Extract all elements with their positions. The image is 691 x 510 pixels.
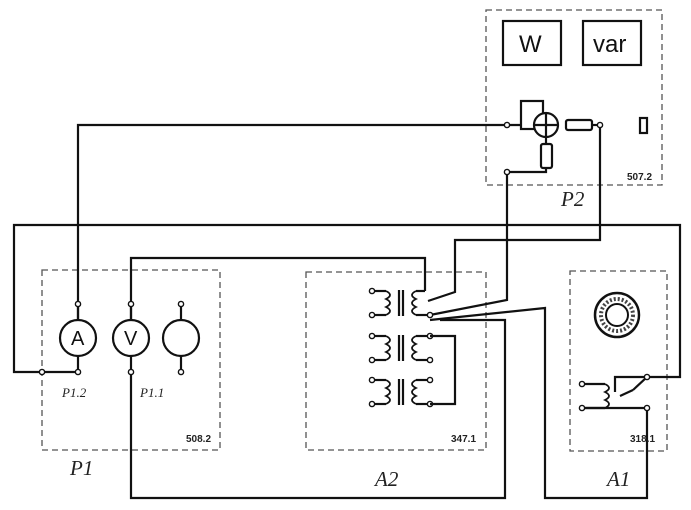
p2-resistor-v bbox=[539, 142, 554, 170]
a1-label: A1 bbox=[605, 467, 630, 491]
transformer-2 bbox=[368, 332, 434, 364]
ammeter-terminal-bottom bbox=[74, 368, 82, 376]
t2-primary-coil bbox=[383, 335, 391, 361]
module-p2: W var 507.2 P2 bbox=[501, 19, 652, 211]
t3-term-2 bbox=[368, 400, 376, 408]
wire-a2-to-a1 bbox=[429, 306, 649, 500]
p2-terminal-input bbox=[503, 121, 511, 129]
t3-primary-coil bbox=[383, 379, 391, 405]
terminal-p1-2: P1.2 bbox=[61, 385, 87, 400]
p2-display-w bbox=[501, 19, 563, 67]
t2-term-1 bbox=[368, 332, 376, 340]
a2-label: A2 bbox=[373, 467, 399, 491]
p2-wire-resistor-out bbox=[507, 168, 548, 174]
t3-secondary-coil bbox=[411, 379, 419, 405]
t1-term-2 bbox=[368, 311, 376, 319]
wire-outer-loop bbox=[12, 223, 682, 379]
p2-display-w-text: W bbox=[519, 31, 542, 58]
p2-resistor-h bbox=[564, 118, 594, 132]
t1-term-1 bbox=[368, 287, 376, 295]
p2-terminal-right bbox=[596, 121, 604, 129]
module-a1-outline bbox=[569, 270, 668, 452]
t1-secondary-coil bbox=[411, 290, 419, 316]
a1-rotary-knob-inner bbox=[605, 303, 629, 327]
a1-term-1 bbox=[578, 380, 586, 388]
spare-terminal-bottom bbox=[177, 368, 185, 376]
voltmeter-terminal-bottom bbox=[127, 368, 135, 376]
module-a1: 318.1 A1 bbox=[578, 291, 655, 491]
a1-rotary-knob-outer bbox=[593, 291, 641, 339]
p1-left-terminal bbox=[38, 368, 46, 376]
p2-switch bbox=[638, 116, 649, 135]
p1-label: P1 bbox=[69, 456, 93, 480]
wires bbox=[12, 123, 682, 500]
wire-voltmeter-to-a2 bbox=[129, 256, 427, 320]
t2-term-2 bbox=[368, 356, 376, 364]
wire-a2-return bbox=[129, 318, 507, 500]
transformer-1 bbox=[368, 287, 434, 319]
module-p1-outline bbox=[41, 269, 221, 451]
voltmeter-terminal-top bbox=[127, 300, 135, 308]
module-a2-outline bbox=[305, 271, 487, 451]
module-p1: A V P1.2 P1.1 508.2 P1 bbox=[38, 300, 211, 480]
t3-term-3 bbox=[426, 376, 434, 384]
wire-ammeter-to-p2 bbox=[76, 123, 532, 320]
spare-meter bbox=[161, 318, 201, 358]
a1-term-out-1 bbox=[643, 373, 651, 381]
module-p2-outline bbox=[485, 9, 663, 186]
a1-rotary-knob-ring bbox=[599, 297, 635, 333]
p1-code: 508.2 bbox=[186, 434, 211, 445]
module-a2: 347.1 A2 bbox=[368, 287, 476, 491]
voltmeter-symbol: V bbox=[124, 328, 138, 350]
p2-label: P2 bbox=[560, 187, 585, 211]
p2-terminal-lower bbox=[503, 168, 511, 176]
transformer-3 bbox=[368, 376, 434, 408]
a2-secondary-bus bbox=[430, 334, 457, 406]
t1-primary-coil bbox=[383, 290, 391, 316]
a1-code: 318.1 bbox=[630, 434, 655, 445]
t3-term-1 bbox=[368, 376, 376, 384]
p2-code: 507.2 bbox=[627, 172, 652, 183]
ammeter-terminal-top bbox=[74, 300, 82, 308]
p2-display-var-text: var bbox=[593, 31, 626, 58]
wire-p2-lower-to-a2 bbox=[429, 170, 509, 317]
a2-code: 347.1 bbox=[451, 434, 476, 445]
wire-a1-top bbox=[613, 375, 647, 392]
wire-p2-to-a2 bbox=[427, 125, 602, 303]
t2-secondary-coil bbox=[411, 335, 419, 361]
t2-term-4 bbox=[426, 356, 434, 364]
t1-term-3 bbox=[426, 311, 434, 319]
spare-terminal-top bbox=[177, 300, 185, 308]
p2-display-var bbox=[581, 19, 643, 67]
a1-autotransformer-coil bbox=[602, 383, 610, 409]
terminal-p1-1: P1.1 bbox=[139, 385, 164, 400]
a1-term-2 bbox=[578, 404, 586, 412]
a1-wiper bbox=[619, 389, 634, 397]
ammeter-symbol: A bbox=[71, 328, 85, 350]
a1-term-out-2 bbox=[643, 404, 651, 412]
